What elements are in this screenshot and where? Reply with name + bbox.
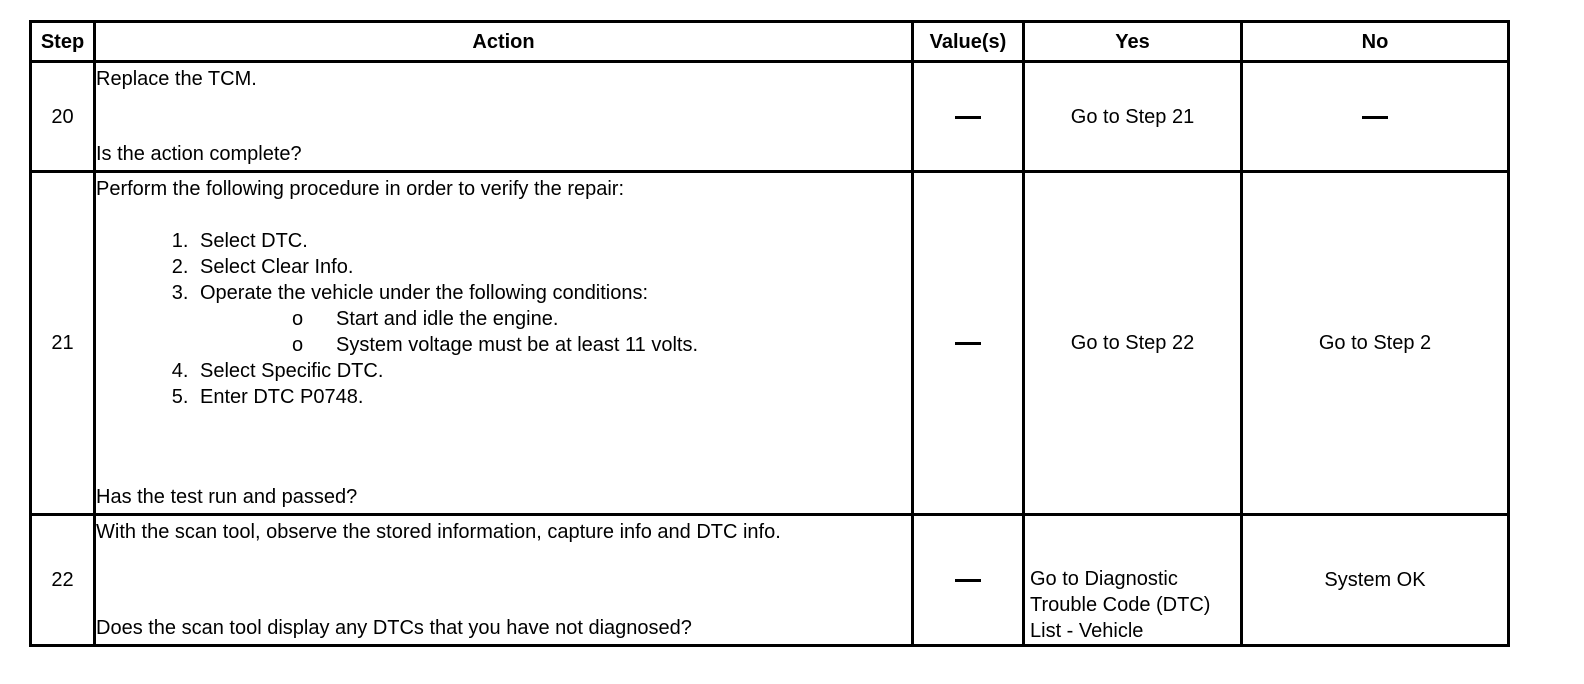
list-item: o Start and idle the engine. bbox=[292, 306, 911, 332]
em-dash-mark bbox=[955, 579, 981, 583]
diagnostic-steps-table: Step Action Value(s) Yes No 20 Replace t… bbox=[29, 20, 1510, 647]
value-cell bbox=[911, 170, 1025, 516]
no-cell bbox=[1240, 60, 1510, 173]
yes-cell: Go to Step 22 bbox=[1022, 170, 1243, 516]
action-intro: With the scan tool, observe the stored i… bbox=[96, 521, 781, 543]
header-no: No bbox=[1240, 20, 1510, 63]
action-cell: Replace the TCM. Is the action complete? bbox=[93, 60, 914, 173]
list-item: Enter DTC P0748. bbox=[194, 384, 911, 410]
step-number: 21 bbox=[29, 170, 96, 516]
list-item: Select Clear Info. bbox=[194, 254, 911, 280]
table-row: 20 Replace the TCM. Is the action comple… bbox=[29, 60, 1510, 173]
em-dash-mark bbox=[955, 342, 981, 346]
header-step: Step bbox=[29, 20, 96, 63]
value-cell bbox=[911, 60, 1025, 173]
action-question: Does the scan tool display any DTCs that… bbox=[96, 617, 692, 639]
action-intro: Replace the TCM. bbox=[96, 68, 257, 90]
table-row: 21 Perform the following procedure in or… bbox=[29, 170, 1510, 516]
header-values: Value(s) bbox=[911, 20, 1025, 63]
yes-cell: Go to Diagnostic Trouble Code (DTC) List… bbox=[1022, 513, 1243, 647]
bullet-marker: o bbox=[292, 334, 304, 356]
action-cell: With the scan tool, observe the stored i… bbox=[93, 513, 914, 647]
procedure-list: Select DTC. Select Clear Info. Operate t… bbox=[96, 228, 911, 410]
action-intro: Perform the following procedure in order… bbox=[96, 178, 625, 200]
value-cell bbox=[911, 513, 1025, 647]
action-cell: Perform the following procedure in order… bbox=[93, 170, 914, 516]
list-item-text: Operate the vehicle under the following … bbox=[200, 282, 649, 304]
condition-text: System voltage must be at least 11 volts… bbox=[336, 334, 699, 356]
no-cell: System OK bbox=[1240, 513, 1510, 647]
list-item: o System voltage must be at least 11 volt… bbox=[292, 332, 911, 358]
em-dash-mark bbox=[1362, 115, 1388, 119]
yes-cell: Go to Step 21 bbox=[1022, 60, 1243, 173]
condition-text: Start and idle the engine. bbox=[336, 308, 559, 330]
list-item: Select Specific DTC. bbox=[194, 358, 911, 384]
header-action: Action bbox=[93, 20, 914, 63]
action-question: Has the test run and passed? bbox=[96, 486, 358, 508]
step-number: 22 bbox=[29, 513, 96, 647]
no-cell: Go to Step 2 bbox=[1240, 170, 1510, 516]
em-dash-mark bbox=[955, 115, 981, 119]
step-number: 20 bbox=[29, 60, 96, 173]
action-question: Is the action complete? bbox=[96, 143, 302, 165]
list-item: Operate the vehicle under the following … bbox=[194, 280, 911, 358]
table-row: 22 With the scan tool, observe the store… bbox=[29, 513, 1510, 647]
diagnostic-table-container: Step Action Value(s) Yes No 20 Replace t… bbox=[29, 20, 1510, 647]
bullet-marker: o bbox=[292, 308, 304, 330]
table-header-row: Step Action Value(s) Yes No bbox=[29, 20, 1510, 63]
header-yes: Yes bbox=[1022, 20, 1243, 63]
list-item: Select DTC. bbox=[194, 228, 911, 254]
